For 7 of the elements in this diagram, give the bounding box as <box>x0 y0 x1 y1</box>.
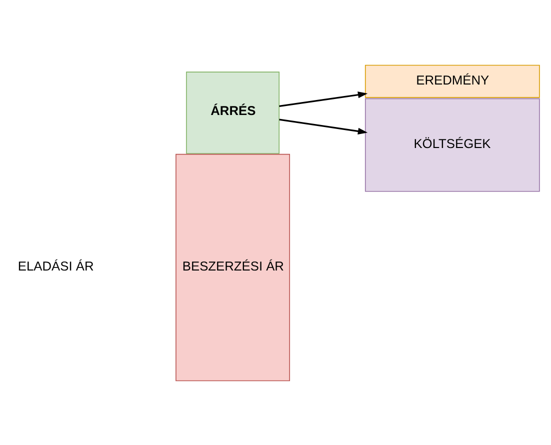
node-box: EREDMÉNY <box>364 64 540 98</box>
node-box: KÖLTSÉGEK <box>364 98 540 192</box>
arrow <box>279 118 368 134</box>
node-box: ÁRRÉS <box>186 71 280 154</box>
node-box: BESZERZÉSI ÁR <box>176 153 290 381</box>
label: ELADÁSI ÁR <box>18 258 94 274</box>
arrow <box>279 90 368 106</box>
